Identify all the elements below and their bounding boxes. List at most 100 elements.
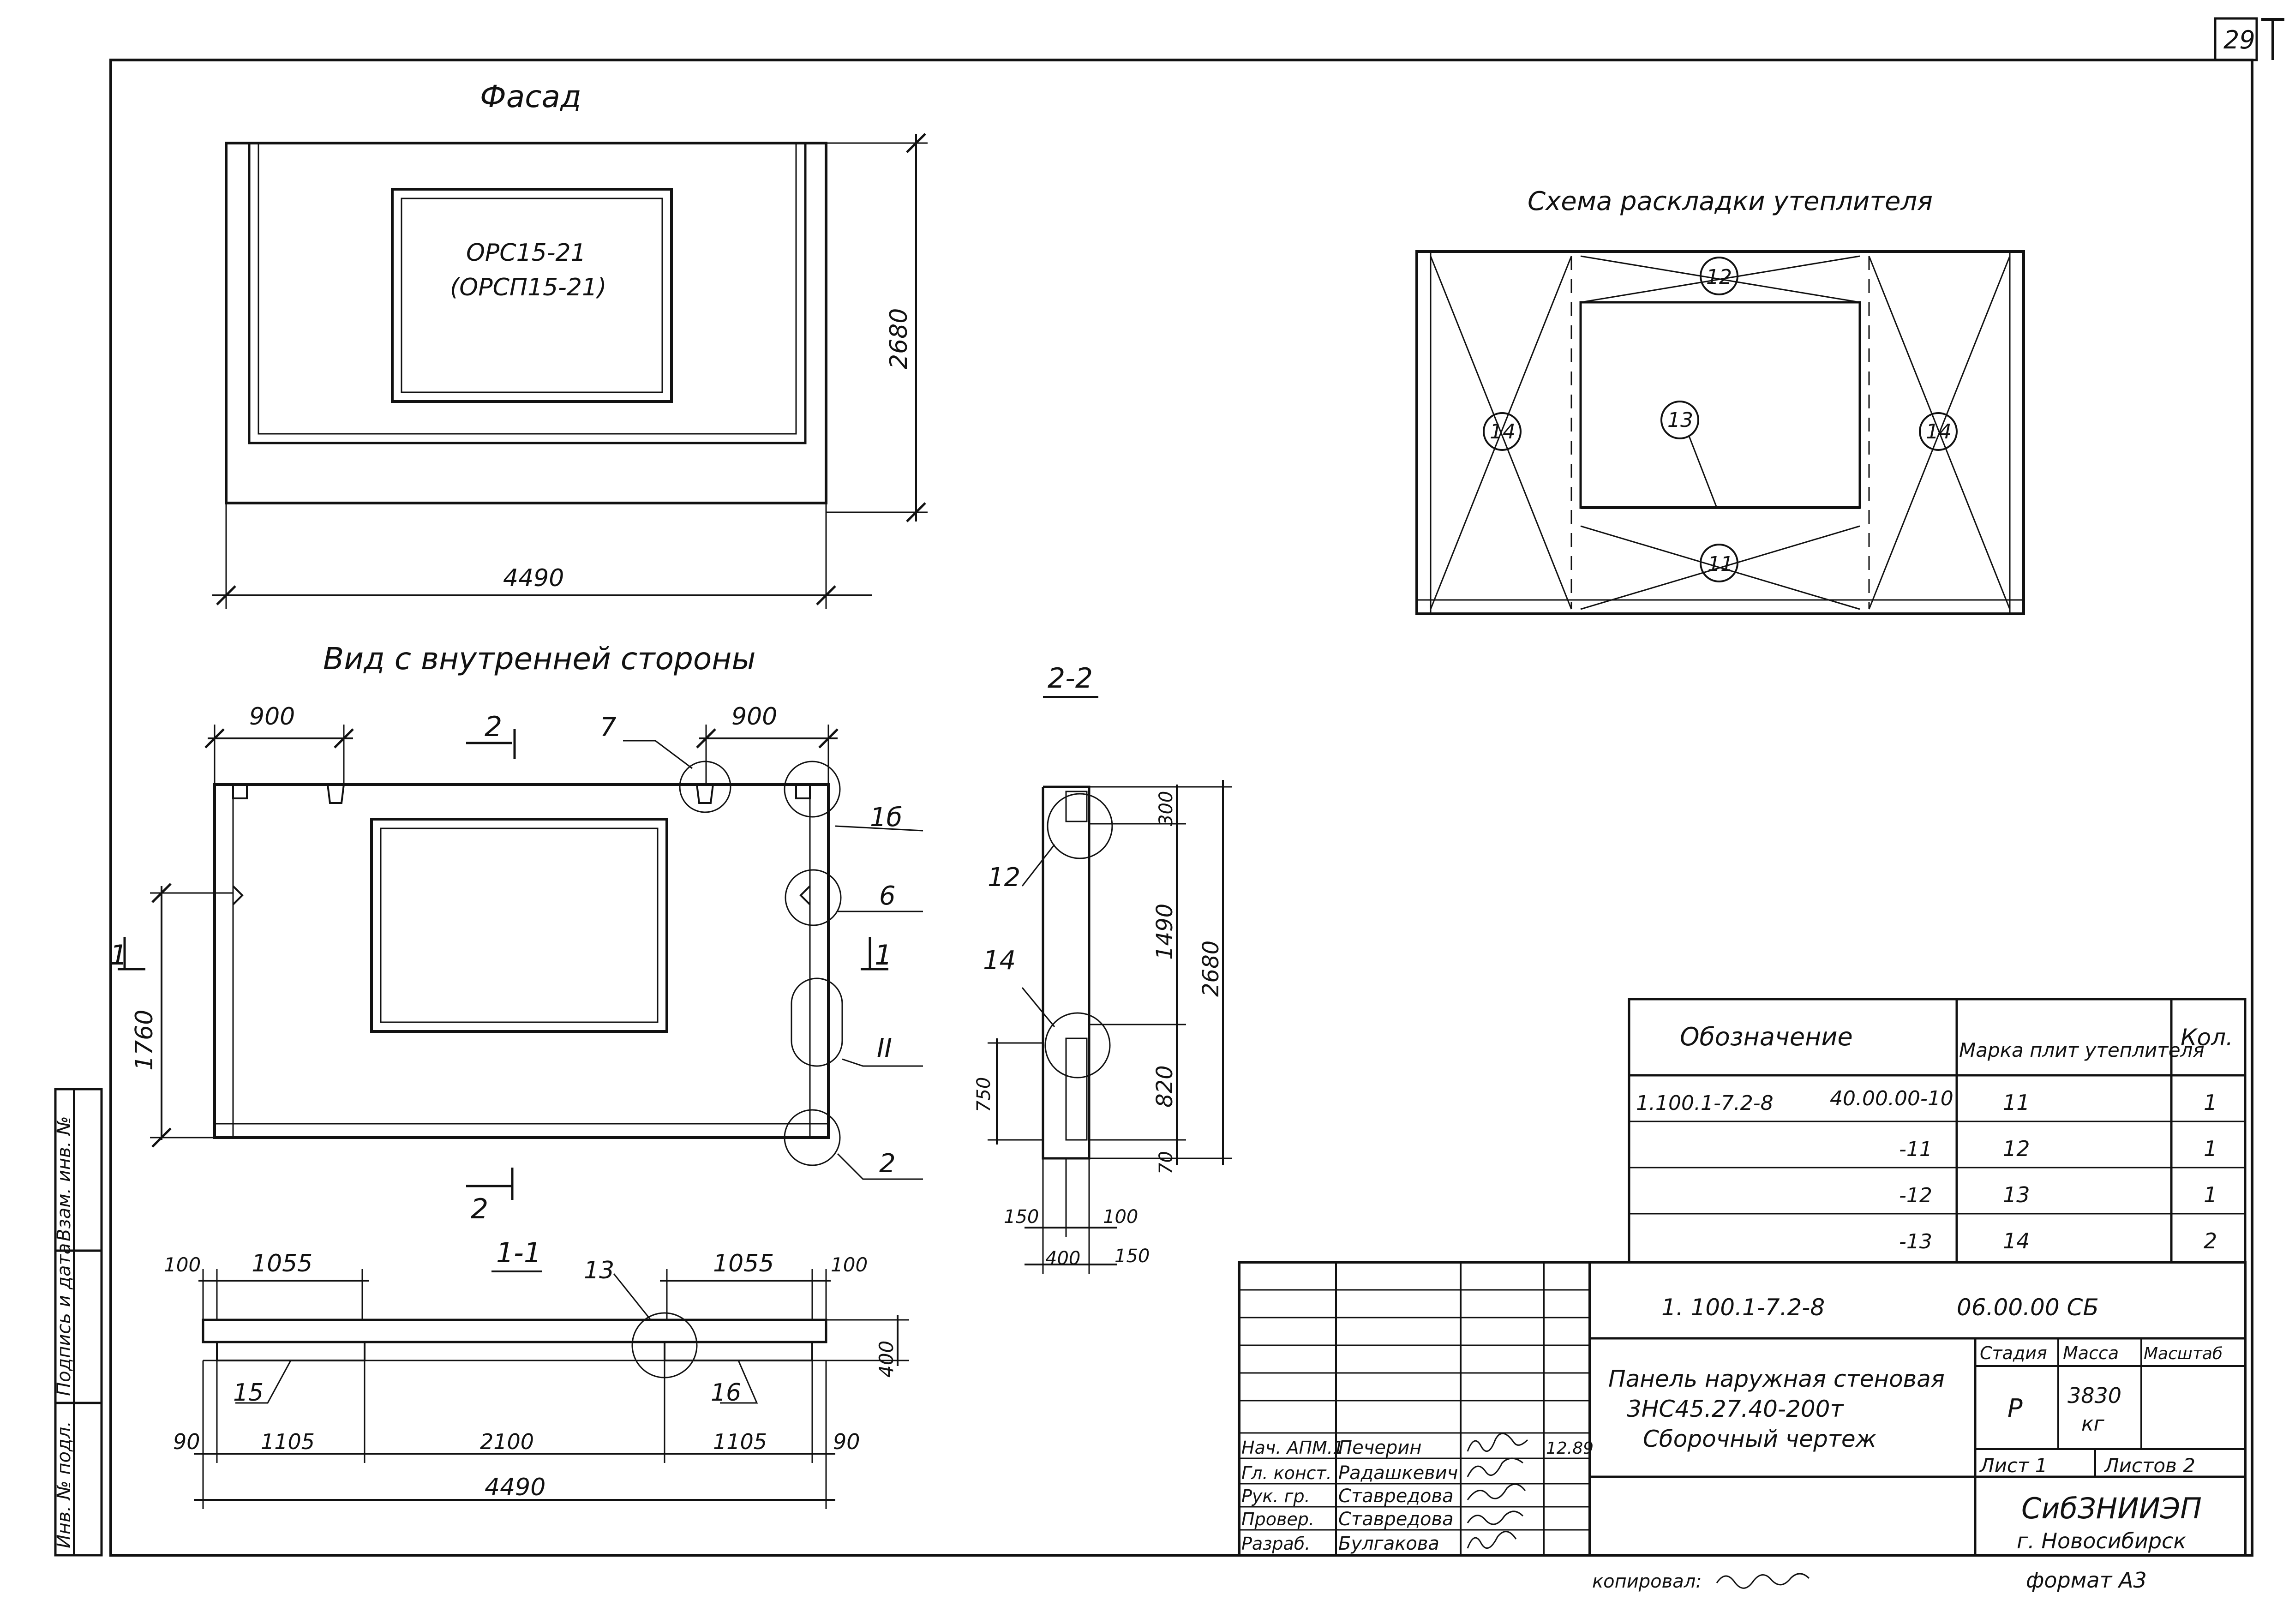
insulation-12 [1065,791,1088,822]
section-2-2-callout-14: 14 [983,946,1016,976]
title-name-line-2: 3НС45.27.40-200т [1627,1396,1844,1422]
inner-callout-7: 7 [600,713,617,743]
facade-window-mark-2: (ОРСП15-21) [450,274,606,301]
inner-callout-6: 6 [879,881,896,911]
section-2-2-dim-300: 300 [1156,791,1177,826]
insulation-mark-14-right: 14 [1926,420,1952,443]
section-1-1-dim-left-edge: 100 [164,1253,201,1276]
section-mark-2-top: 2 [485,711,502,743]
section-2-2-dim-150a: 150 [1004,1206,1039,1228]
section-1-1-dim-right-zone: 1055 [713,1250,774,1277]
section-1-1-dim-b-left: 90 [173,1429,200,1454]
spec-row-3-code: -12 [1899,1184,1932,1207]
insulation-scheme-title: Схема раскладки утеплителя [1528,186,1933,216]
section-1-1-callout-13: 13 [584,1257,614,1284]
callout-circle-2 [784,1109,841,1166]
title-name-5: Булгакова [1338,1533,1439,1554]
spec-row-3-qty: 1 [2204,1182,2217,1207]
insulation-mark-12: 12 [1706,265,1732,289]
spec-table: Обозначение Марка плит утеплителя Кол. 1… [1628,998,2247,1264]
section-2-2-dim-750: 750 [973,1077,995,1112]
title-role-1: Нач. АПМ.1 [1241,1438,1344,1458]
sheet-number: 29 [2223,25,2255,54]
section-1-1-callout-15: 15 [233,1379,264,1407]
signatures [1467,1432,1528,1549]
insulation-scheme-outline [1415,250,2025,615]
title-date: 12.89 [1546,1439,1594,1458]
side-stamp-cell-2: Подпись и дата [54,1243,75,1396]
callout-circle-7 [679,761,731,813]
section-mark-1-right: 1 [875,939,892,971]
title-name-2: Радашкевич [1338,1462,1458,1484]
side-stamp-cell-3: Инв. № подл. [54,1421,75,1548]
sheet-frame [109,59,2253,1557]
title-stage-value: Р [2007,1394,2023,1423]
spec-row-1-code: 40.00.00-10 [1830,1087,1953,1110]
section-1-1-title: 1-1 [496,1237,541,1269]
spec-row-4-mark: 14 [2003,1228,2030,1253]
insulation-16 [664,1341,813,1361]
title-doc-code-2: 06.00.00 СБ [1957,1294,2099,1321]
title-role-5: Разраб. [1241,1534,1310,1554]
title-org-name: СибЗНИИЭП [2021,1492,2202,1525]
section-2-2-dim-70: 70 [1156,1151,1177,1175]
title-name-line-3: Сборочный чертеж [1643,1426,1876,1452]
title-sheet-label: Лист 1 [1979,1454,2048,1477]
insulation-14 [1065,1037,1088,1141]
spec-row-1-qty: 1 [2204,1090,2217,1115]
title-doc-code: 1. 100.1-7.2-8 [1661,1294,1825,1321]
facade-dim-width: 4490 [503,564,564,592]
facade-window-mark-1: ОРС15-21 [466,239,586,267]
section-2-2-dim-400: 400 [1045,1248,1080,1269]
section-2-2-dim-100: 100 [1103,1206,1138,1228]
section-2-2-title: 2-2 [1048,662,1093,695]
callout-circle-6 [785,869,842,926]
insulation-mark-13: 13 [1667,408,1693,432]
section-1-1-dim-b-3: 1105 [713,1429,767,1454]
title-role-3: Рук. гр. [1241,1486,1310,1506]
section-1-1-dim-b-2: 2100 [480,1429,534,1454]
section-1-1-callout-16: 16 [711,1379,741,1407]
inner-callout-II: II [877,1033,892,1063]
title-block: Нач. АПМ.1 Печерин Гл. конст. Радашкевич… [1238,1261,2247,1557]
facade-outline [225,142,827,504]
title-name-line-1: Панель наружная стеновая [1608,1366,1945,1392]
section-2-2-dim-820: 820 [1152,1065,1178,1108]
section-2-2-dim-150b: 150 [1115,1246,1150,1267]
callout-circle-1b [784,761,841,818]
title-sheets-label: Листов 2 [2103,1454,2195,1477]
section-2-2: 2-2 12 14 300 1490 2680 820 70 750 [973,662,1232,1274]
inner-dim-top-left: 900 [249,703,295,731]
copier-signature [1716,1573,1810,1589]
section-1-1-dim-thickness: 400 [875,1341,898,1378]
sheet-number-box [2214,17,2258,61]
insulation-15 [216,1341,366,1361]
facade-title: Фасад [480,79,581,114]
section-1-1-dim-left-zone: 1055 [252,1250,312,1277]
section-1-1-dim-total: 4490 [485,1474,545,1501]
title-role-2: Гл. конст. [1241,1463,1332,1483]
section-1-1-dim-right-edge: 100 [831,1253,868,1276]
spec-row-1-designation: 1.100.1-7.2-8 [1636,1091,1774,1115]
insulation-scheme: Схема раскладки утеплителя 12 13 14 14 1… [1415,186,2025,615]
inner-dim-left: 1760 [131,1010,158,1071]
section-mark-2-bottom: 2 [471,1193,488,1225]
spec-header-mark: Марка плит утеплителя [1959,1039,2205,1061]
title-mass-value: 3830 [2067,1383,2121,1408]
inner-callout-2: 2 [879,1149,896,1179]
title-stage-label: Стадия [1980,1343,2047,1363]
section-1-1-body [202,1318,827,1343]
section-2-2-dim-2680: 2680 [1198,941,1224,997]
title-org-city: г. Новосибирск [2017,1528,2186,1553]
title-name-4: Ставредова [1338,1509,1454,1530]
inner-view-title: Вид с внутренней стороны [323,641,756,677]
inner-view-outline [213,783,830,1139]
spec-row-4-qty: 2 [2204,1228,2217,1253]
spec-header-qty: Кол. [2181,1024,2233,1051]
spec-row-2-mark: 12 [2003,1136,2030,1161]
sheet-format: формат А3 [2026,1568,2147,1593]
inner-dim-top-right: 900 [731,703,777,731]
spec-header-designation: Обозначение [1680,1022,1853,1051]
facade-dim-height: 2680 [885,308,913,369]
